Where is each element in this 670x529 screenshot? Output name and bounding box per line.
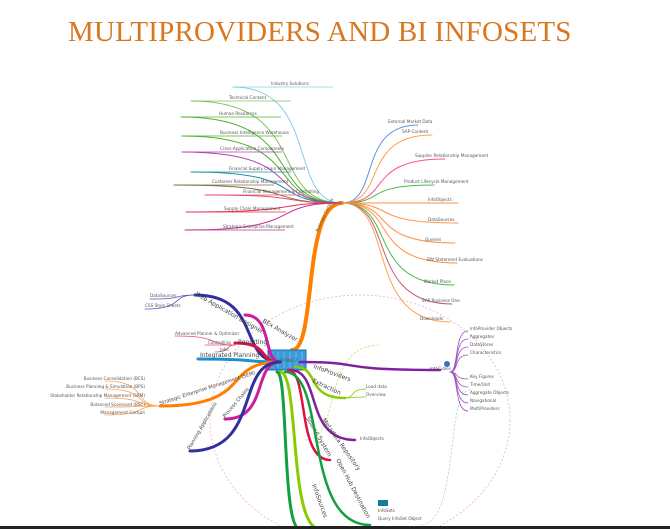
node-label[interactable]: Reporting bbox=[238, 339, 267, 346]
node-label[interactable]: Strategic Enterprise Management bbox=[223, 224, 294, 229]
relation-line bbox=[209, 294, 511, 529]
node-label[interactable]: Advanced Planner & Optimizer bbox=[175, 331, 240, 336]
branch-green bbox=[275, 370, 302, 529]
edge bbox=[344, 396, 367, 399]
node-label[interactable]: Business Intelligence Warehouse bbox=[220, 130, 289, 135]
business-content-edge bbox=[341, 134, 433, 204]
node-label[interactable]: InfoCubes bbox=[430, 366, 451, 371]
node-label[interactable]: Management Cockpit bbox=[100, 410, 145, 415]
edge bbox=[144, 294, 196, 310]
node-label[interactable]: Integrated Planning bbox=[200, 352, 259, 359]
business-content-edge bbox=[341, 202, 451, 323]
node-label[interactable]: External Market Data bbox=[388, 119, 433, 124]
node-label[interactable]: Product Lifecycle Management bbox=[404, 179, 469, 184]
edge bbox=[449, 338, 469, 373]
node-label[interactable]: Query InfoSet Object bbox=[378, 516, 422, 521]
node-label[interactable]: MultiProviders bbox=[470, 406, 500, 411]
node-label[interactable]: Supply Chain Management bbox=[224, 206, 281, 211]
business-content-edge bbox=[190, 171, 343, 204]
branch-open-hub bbox=[283, 370, 372, 527]
node-label[interactable]: Characteristics bbox=[470, 350, 501, 355]
node-label[interactable]: Business Planning & Simulation (BPS) bbox=[66, 384, 145, 389]
node-label[interactable]: Aggregates bbox=[470, 334, 494, 339]
node-label[interactable]: InfoProvider Objects bbox=[470, 326, 512, 331]
business-content-edge bbox=[184, 202, 343, 231]
node-label[interactable]: Key Figures bbox=[470, 374, 494, 379]
node-label[interactable]: Cross-Application Components bbox=[220, 146, 284, 151]
node-label[interactable]: SAP Content bbox=[402, 129, 428, 134]
node-label[interactable]: Controlling bbox=[208, 340, 231, 345]
edge bbox=[104, 405, 161, 416]
node-label[interactable]: Aggregate Objects bbox=[470, 390, 509, 395]
business-content-edge bbox=[341, 124, 419, 204]
node-label[interactable]: Market Place bbox=[424, 279, 451, 284]
business-content-edge bbox=[190, 100, 343, 204]
node-label[interactable]: BW Statement Evaluations bbox=[427, 257, 483, 262]
edge bbox=[449, 371, 469, 404]
node-label[interactable]: Business Consolidation (BCS) bbox=[84, 376, 146, 381]
node-label[interactable]: Web Application Designer bbox=[194, 291, 265, 336]
business-content-edge bbox=[341, 202, 456, 244]
node-label[interactable]: Financial Management & Controlling bbox=[243, 189, 319, 194]
relation-line bbox=[419, 389, 471, 526]
branch-infosources bbox=[278, 370, 322, 529]
node-label[interactable]: InfoSources bbox=[310, 483, 329, 518]
business-content-edge bbox=[341, 158, 446, 204]
node-label[interactable]: Downloads bbox=[420, 316, 443, 321]
edge bbox=[214, 344, 236, 353]
node-label[interactable]: InfoObjects bbox=[428, 197, 452, 202]
node-label[interactable]: Industry Solutions bbox=[271, 81, 309, 86]
node-label[interactable]: Customer Relationship Management bbox=[212, 179, 289, 184]
node-label[interactable]: Planning Applications bbox=[187, 401, 219, 451]
node-label[interactable]: Balanced Scorecard (BSC) bbox=[90, 402, 145, 407]
node-label[interactable]: InfoSets bbox=[378, 508, 395, 513]
business-content-edge bbox=[181, 151, 343, 204]
edge bbox=[449, 354, 469, 373]
node-label[interactable]: Time/Unit bbox=[469, 382, 491, 387]
node-label[interactable]: DataSources bbox=[428, 217, 455, 222]
node-label[interactable]: Queries bbox=[425, 237, 441, 242]
node-label[interactable]: InfoObjects bbox=[360, 436, 384, 441]
branch-planning-applications bbox=[188, 360, 282, 453]
business-content-edge bbox=[180, 116, 343, 204]
business-content-edge bbox=[341, 202, 453, 305]
node-label[interactable]: SAP Business One bbox=[422, 298, 460, 303]
node-label[interactable]: CSS Style Sheets bbox=[145, 303, 181, 308]
business-content-edge bbox=[341, 184, 435, 204]
node-label[interactable]: Navigational bbox=[470, 398, 496, 403]
node-label[interactable]: Technical Content bbox=[228, 95, 267, 100]
node-label[interactable]: DataStores bbox=[470, 342, 493, 347]
business-content-edge bbox=[341, 202, 458, 264]
branch-sem bbox=[158, 360, 282, 408]
branch-business-content bbox=[290, 201, 344, 352]
edge bbox=[449, 371, 469, 412]
business-content-edge bbox=[181, 135, 343, 204]
node-label[interactable]: Stakeholder Relationship Management (SRM… bbox=[50, 393, 145, 398]
infoset-icon bbox=[378, 500, 388, 506]
business-content-edge bbox=[341, 202, 455, 286]
edge bbox=[449, 330, 469, 373]
node-label[interactable]: Human Resources bbox=[219, 111, 257, 116]
node-label[interactable]: Jobs bbox=[219, 347, 229, 352]
node-label[interactable]: Financial Supply Chain Management bbox=[229, 166, 306, 171]
page-title: MULTIPROVIDERS AND BI INFOSETS bbox=[68, 16, 572, 48]
business-content-edge bbox=[232, 86, 343, 204]
business-content-edge bbox=[341, 202, 459, 224]
node-label[interactable]: SAP BW 7 bbox=[277, 358, 298, 363]
branch-infoproviders bbox=[298, 360, 442, 372]
bottom-border bbox=[0, 526, 670, 529]
branch-metadata bbox=[288, 368, 357, 442]
node-label[interactable]: DataSources bbox=[150, 293, 177, 298]
node-label[interactable]: Overview bbox=[366, 392, 386, 397]
branch-extraction bbox=[293, 365, 347, 400]
node-label[interactable]: Load data bbox=[366, 384, 387, 389]
infocube-icon bbox=[444, 361, 450, 367]
node-label[interactable]: Supplier Relationship Management bbox=[415, 153, 489, 158]
